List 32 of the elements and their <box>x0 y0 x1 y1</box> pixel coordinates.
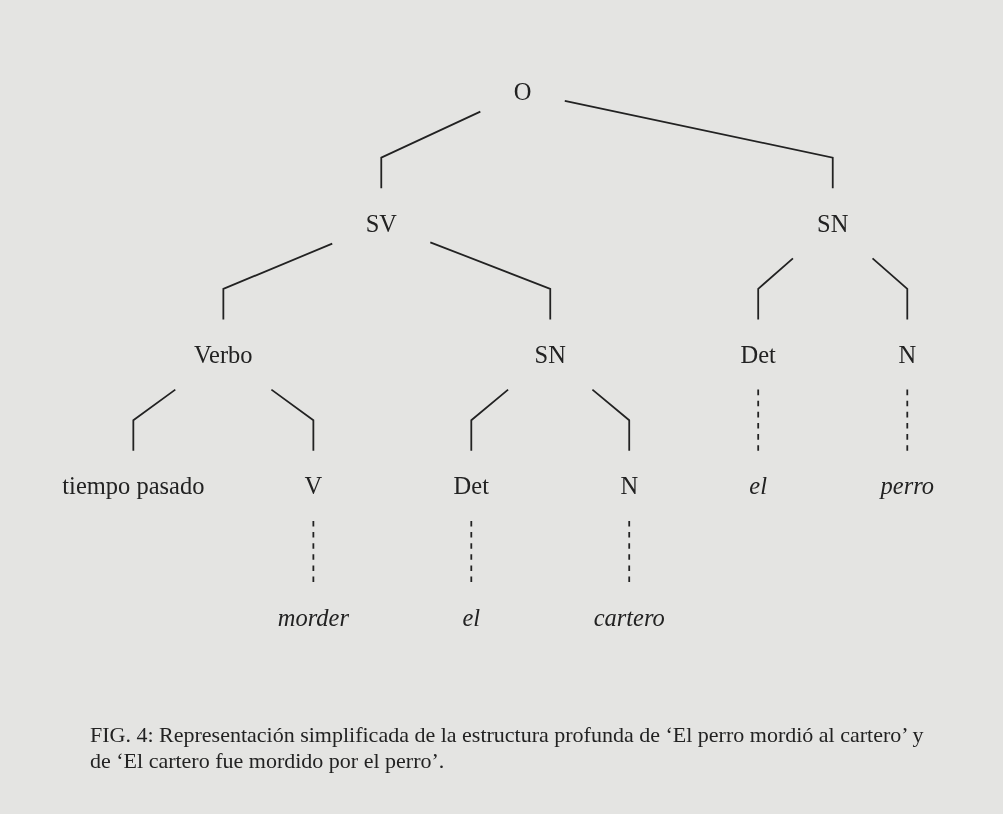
tree-branch-line <box>563 100 834 190</box>
tree-branch-line <box>380 111 482 190</box>
tree-branch-line <box>429 241 552 321</box>
tree-node-label: perro <box>880 472 935 501</box>
tree-branch-line <box>312 520 315 584</box>
tree-node-label: cartero <box>593 603 665 632</box>
tree-node-label: Verbo <box>194 341 253 369</box>
tree-branch-line <box>132 389 177 453</box>
tree-node-label: tiempo pasado <box>62 472 205 501</box>
tree-branch-line <box>757 257 794 321</box>
tree-branch-line <box>628 520 631 584</box>
tree-node-label: SN <box>534 341 566 369</box>
tree-node-label: el <box>462 603 481 632</box>
tree-node-label: el <box>749 472 768 501</box>
tree-branch-line <box>470 389 509 453</box>
tree-node-label: Det <box>740 341 776 369</box>
tree-branch-line <box>906 389 909 453</box>
tree-branch-line <box>270 389 315 453</box>
tree-node-label: morder <box>277 603 349 632</box>
tree-node-label: N <box>898 341 917 369</box>
tree-node-label: N <box>620 472 639 501</box>
tree-node-label: V <box>304 472 323 501</box>
tree-branch-line <box>871 257 909 321</box>
tree-node-label: SN <box>817 209 849 238</box>
tree-node-label: SV <box>365 209 397 238</box>
tree-branch-line <box>757 389 760 453</box>
figure-caption: FIG. 4: Representación simplificada de la estructura profunda de ‘El perro mordió al cartero’ y de ‘El cartero fue mordido por el perro’. <box>90 722 925 775</box>
tree-node-label: O <box>513 78 532 107</box>
tree-branch-line <box>222 243 334 321</box>
tree-node-label: Det <box>453 472 489 501</box>
tree-branch-line <box>591 389 631 453</box>
tree-branch-line <box>470 520 473 584</box>
